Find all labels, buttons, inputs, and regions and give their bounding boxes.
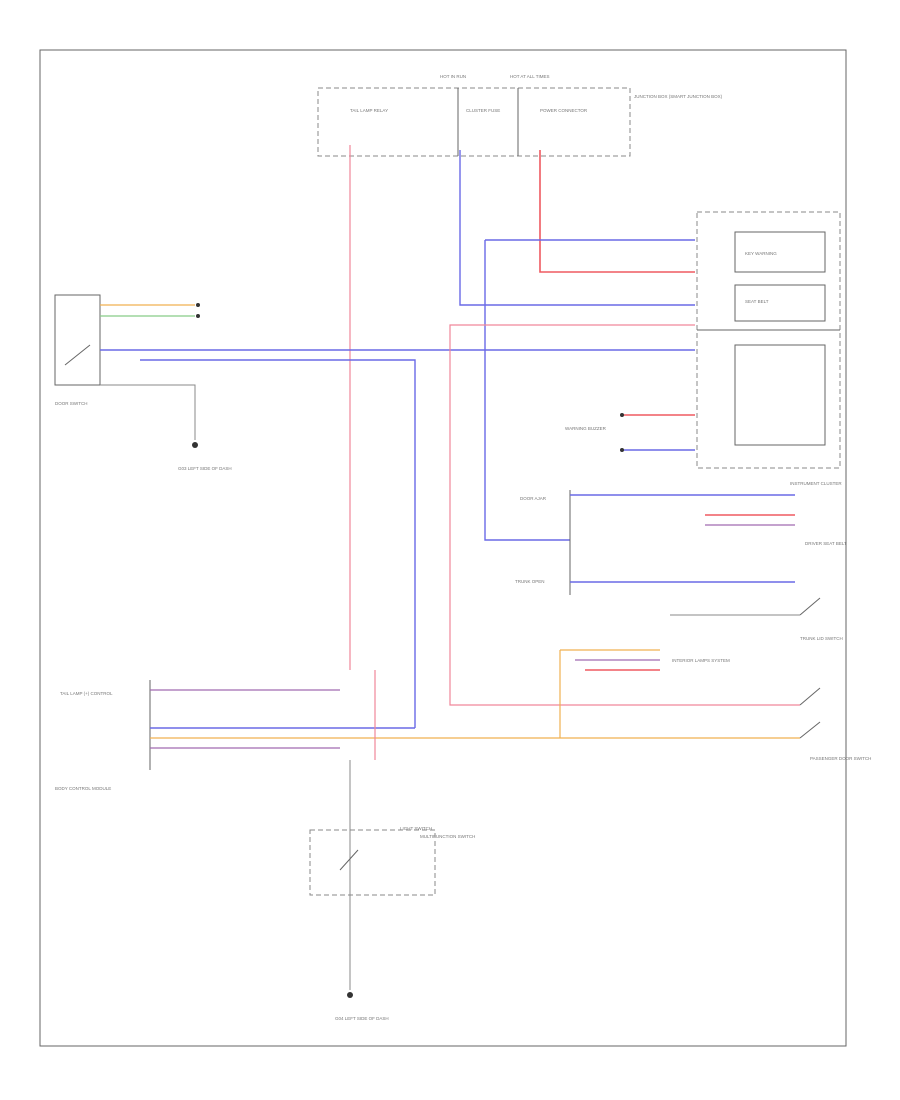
key-warning-label: KEY WARNING [745, 251, 777, 256]
wire-blue-vertical [484, 240, 570, 541]
door-ajar-label: DOOR AJAR [520, 496, 547, 501]
ground-left-label: G03 LEFT SIDE OF DASH [178, 466, 232, 471]
door-switch: DOOR SWITCH [54, 294, 101, 406]
multifunction-label: MULTIFUNCTION SWITCH [420, 834, 475, 839]
tail-control-label: TAIL LAMP (+) CONTROL [60, 691, 113, 696]
fuse-hot-all-label: HOT AT ALL TIMES [510, 74, 550, 79]
door-switch-label: DOOR SWITCH [55, 401, 88, 406]
trunk-open-label: TRUNK OPEN [515, 579, 545, 584]
light-switch-label: LIGHT SWITCH [400, 826, 432, 831]
junction-box: HOT IN RUN HOT AT ALL TIMES JUNCTION BOX… [317, 74, 723, 157]
driver-seatbelt-label: DRIVER SEAT BELT [805, 541, 847, 546]
fuse-hot-run-label: HOT IN RUN [440, 74, 466, 79]
instrument-cluster: INSTRUMENT CLUSTER KEY WARNING SEAT BELT [696, 211, 842, 486]
wire-red-power [539, 150, 695, 273]
warning-buzzer-label: WARNING BUZZER [565, 426, 607, 431]
wire-blue-door-2 [140, 359, 416, 728]
tail-lamp-relay-label: TAIL LAMP RELAY [350, 108, 388, 113]
wire-blue-cluster [459, 150, 695, 306]
cluster-title: INSTRUMENT CLUSTER [790, 481, 842, 486]
body-control-module: BODY CONTROL MODULE TAIL LAMP (+) CONTRO… [55, 680, 151, 791]
wire-gray-ground [100, 384, 196, 440]
power-connector-label: POWER CONNECTOR [540, 108, 588, 113]
cluster-fuse-label: CLUSTER FUSE [466, 108, 500, 113]
body-module-label: BODY CONTROL MODULE [55, 786, 111, 791]
seatbelt-label: SEAT BELT [745, 299, 769, 304]
passenger-door-label: PASSENGER DOOR SWITCH [810, 756, 871, 761]
wire-pink-loop [449, 324, 800, 706]
trunk-switch-label: TRUNK LID SWITCH [800, 636, 843, 641]
interior-lamps-label: INTERIOR LAMPS SYSTEM [672, 658, 730, 663]
junction-box-title: JUNCTION BOX (SMART JUNCTION BOX) [634, 94, 723, 99]
ground-bottom-label: G04 LEFT SIDE OF DASH [335, 1016, 389, 1021]
diagram-frame [39, 49, 847, 1047]
